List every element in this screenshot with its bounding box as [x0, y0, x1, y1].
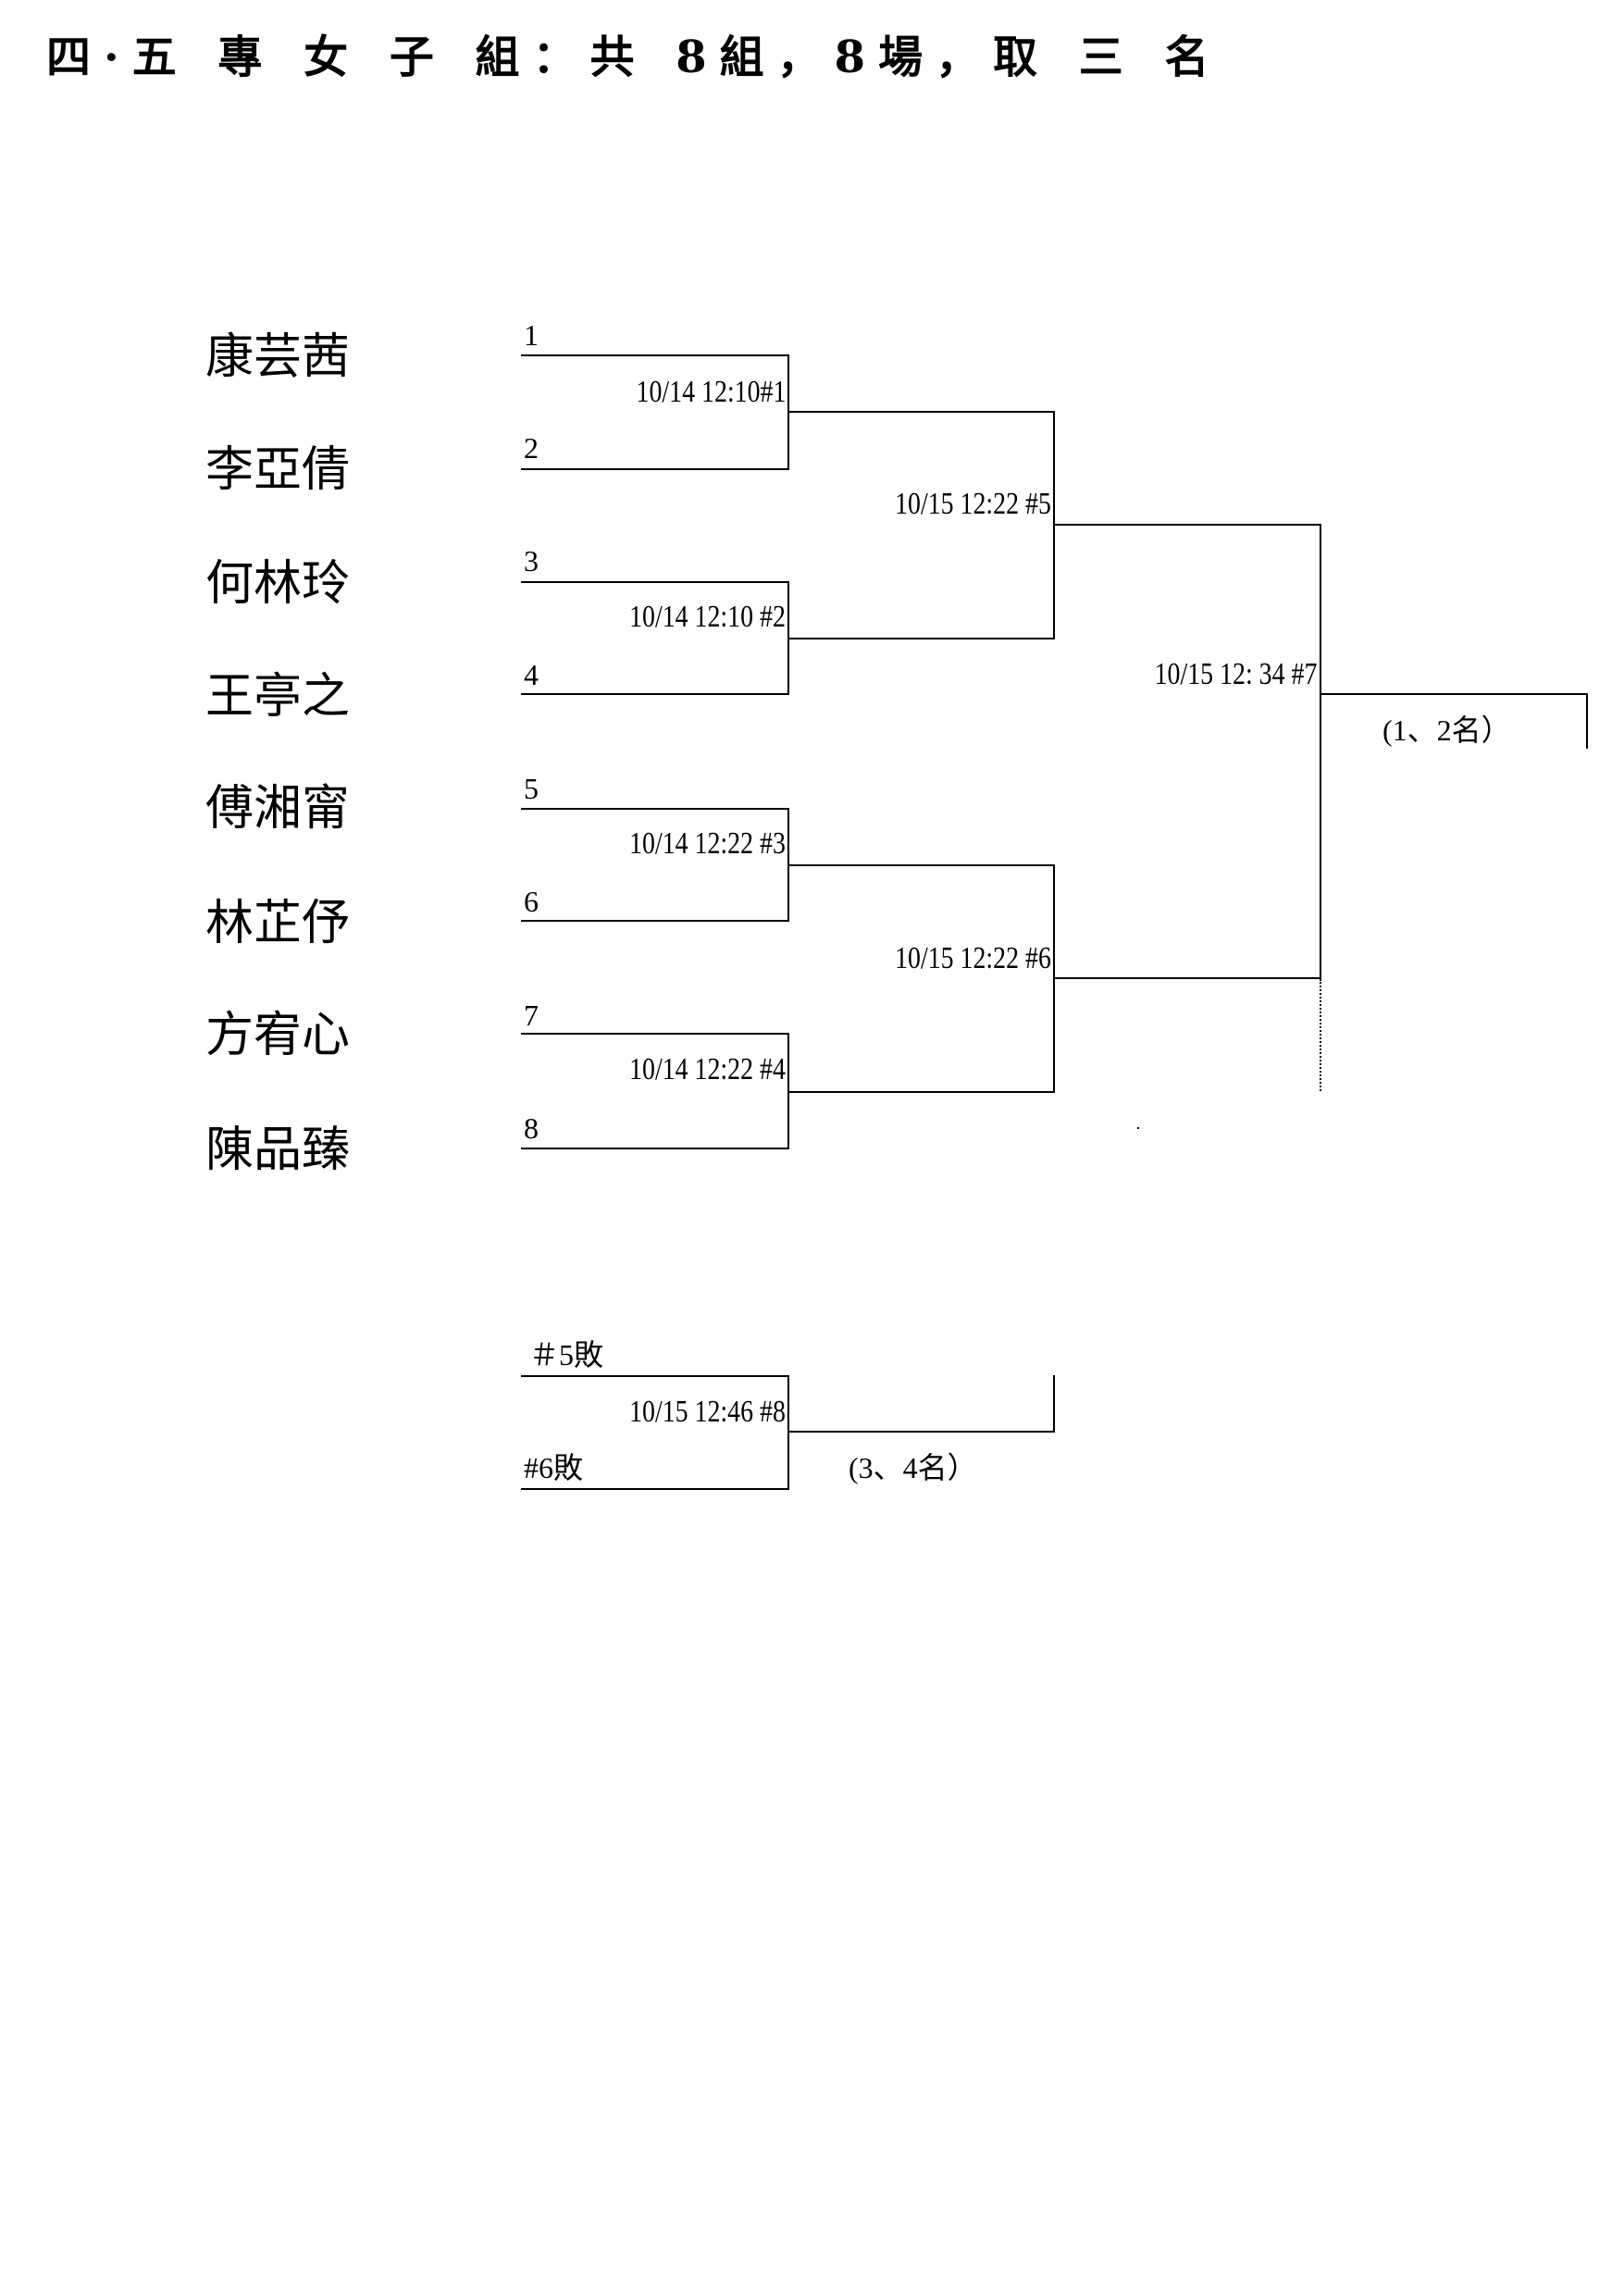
- bracket-line: [521, 1488, 789, 1490]
- player-name: 康芸茜: [205, 329, 351, 385]
- match-label: 10/15 12: 34 #7: [1154, 657, 1317, 691]
- match-label: 10/14 12:22 #4: [629, 1052, 786, 1086]
- bracket-line: [521, 693, 789, 695]
- page-title: 四·五 專 女 子 組：共 8組，8場，取 三 名: [46, 31, 1222, 83]
- seed-number: 5: [524, 772, 539, 805]
- seed-number: 8: [524, 1111, 539, 1145]
- player-name: 方宥心: [205, 1008, 351, 1063]
- seed-number: 1: [524, 318, 539, 352]
- seed-number: 6: [524, 885, 539, 918]
- bracket-line: [1053, 1375, 1055, 1433]
- bracket-line: [787, 1375, 789, 1490]
- player-name: 王亭之: [205, 669, 351, 725]
- bracket-line: [521, 1033, 789, 1035]
- bracket-line: [521, 581, 789, 583]
- match-label: 10/15 12:22 #6: [895, 941, 1051, 975]
- match-label: 10/14 12:10 #2: [629, 600, 786, 634]
- bracket-line: [787, 638, 1055, 639]
- match-label: 10/15 12:22 #5: [895, 487, 1051, 521]
- bracket-line: [521, 920, 789, 922]
- bracket-line: [1053, 524, 1321, 526]
- dotted-line: [1320, 979, 1321, 1091]
- bracket-line: [1320, 524, 1321, 979]
- bracket-line: [787, 1091, 1055, 1093]
- third-place-top-entry: ＃5敗: [529, 1338, 604, 1371]
- final-rank-label: (1、2名）: [1382, 714, 1511, 747]
- bracket-line: [1053, 977, 1321, 979]
- player-name: 何林玲: [205, 556, 351, 612]
- player-name: 林芷伃: [205, 896, 351, 951]
- seed-number: 2: [524, 431, 539, 465]
- match-label: 10/14 12:22 #3: [629, 826, 786, 861]
- seed-number: 4: [524, 658, 539, 691]
- seed-number: 3: [524, 544, 539, 577]
- bracket-line: [1586, 693, 1588, 749]
- third-place-rank-label: (3、4名）: [849, 1451, 977, 1484]
- bracket-line: [521, 468, 789, 470]
- match-label: 10/15 12:46 #8: [629, 1395, 786, 1429]
- stray-dot: [1137, 1127, 1139, 1129]
- player-name: 陳品臻: [205, 1123, 351, 1178]
- bracket-line: [1320, 693, 1588, 695]
- match-label: 10/14 12:10#1: [636, 375, 786, 409]
- bracket-line: [787, 411, 1055, 413]
- seed-number: 7: [524, 999, 539, 1032]
- bracket-line: [787, 1431, 1055, 1433]
- player-name: 李亞倩: [205, 442, 351, 498]
- player-name: 傅湘甯: [205, 781, 351, 837]
- bracket-line: [787, 864, 1055, 866]
- bracket-line: [521, 808, 789, 810]
- bracket-line: [521, 1375, 789, 1377]
- third-place-bottom-entry: #6敗: [524, 1451, 584, 1484]
- bracket-line: [521, 354, 789, 356]
- bracket-line: [521, 1148, 789, 1149]
